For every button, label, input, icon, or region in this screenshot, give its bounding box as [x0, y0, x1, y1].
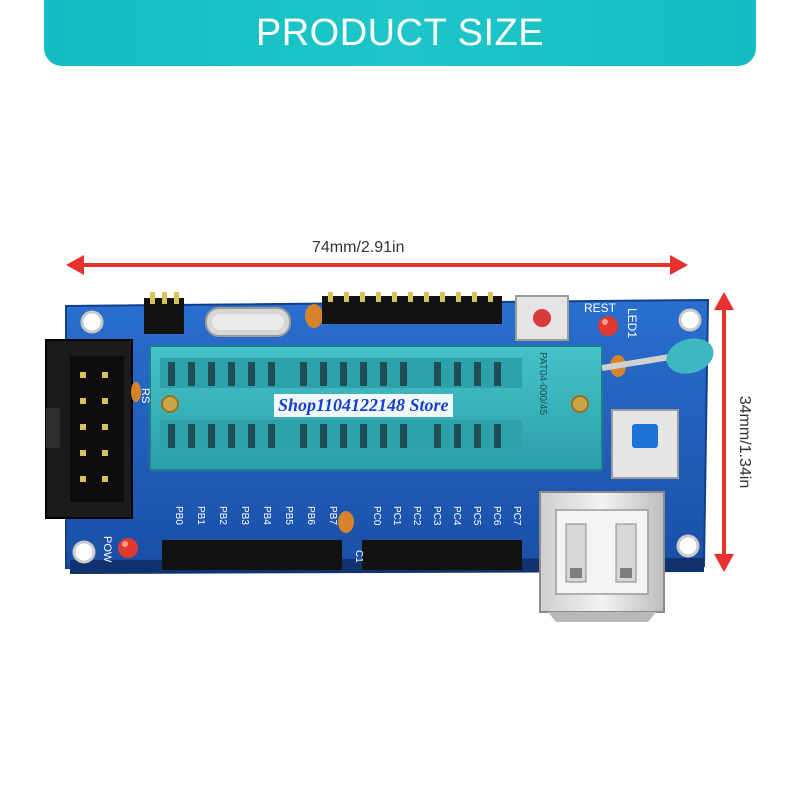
rs-label: RS — [139, 388, 151, 403]
banner-title: PRODUCT SIZE — [255, 11, 545, 54]
mounting-hole — [676, 534, 700, 558]
isp-box-header — [45, 339, 133, 519]
crystal-oscillator — [205, 307, 291, 337]
socket-label: PAT04-000/45 — [537, 352, 548, 415]
port-c-labels: PC0 PC1 PC2 PC3 PC4 PC5 PC6 PC7 — [371, 506, 522, 526]
height-dimension-label: 34mm/1.34in — [736, 395, 753, 489]
port-b-labels: PB0 PB1 PB2 PB3 PB4 PB5 PB6 PB7 — [173, 506, 338, 525]
height-dimension-arrow — [714, 292, 734, 572]
store-watermark: Shop1104122148 Store — [274, 394, 453, 417]
product-size-banner: PRODUCT SIZE — [44, 0, 756, 66]
pin-label-pb4: PB4 — [261, 506, 272, 525]
mounting-hole — [72, 540, 96, 564]
pin-label-pc5: PC5 — [471, 506, 482, 526]
bottom-pin-header-b — [162, 540, 342, 570]
bottom-pin-header-c — [362, 540, 522, 570]
top-pin-header — [322, 292, 502, 324]
mounting-hole — [80, 310, 104, 334]
pin-label-pc3: PC3 — [431, 506, 442, 526]
pin-label-pc0: PC0 — [371, 506, 382, 526]
push-switch — [611, 409, 679, 479]
width-dimension-label: 74mm/2.91in — [312, 239, 405, 256]
led1 — [598, 316, 618, 336]
c1-label: C1 — [353, 550, 364, 563]
capacitor — [131, 304, 626, 533]
width-dimension-arrow — [66, 255, 688, 275]
usb-port — [539, 491, 665, 622]
pin-label-pb3: PB3 — [239, 506, 250, 525]
reset-button — [515, 295, 569, 341]
pin-label-pc2: PC2 — [411, 506, 422, 526]
pin-label-pc1: PC1 — [391, 506, 402, 526]
pin-label-pb5: PB5 — [283, 506, 294, 525]
pin-label-pb2: PB2 — [217, 506, 228, 525]
pow-label: POW — [101, 536, 113, 563]
rest-label: REST — [584, 301, 617, 315]
zif-lever — [601, 338, 714, 374]
led1-label: LED1 — [625, 308, 639, 338]
pin-label-pb7: PB7 — [327, 506, 338, 525]
mounting-hole — [678, 308, 702, 332]
pin-label-pb6: PB6 — [305, 506, 316, 525]
pin-label-pc6: PC6 — [491, 506, 502, 526]
pin-label-pc7: PC7 — [511, 506, 522, 526]
pin-label-pc4: PC4 — [451, 506, 462, 526]
pow-led — [118, 538, 138, 558]
pin-label-pb0: PB0 — [173, 506, 184, 525]
pin-label-pb1: PB1 — [195, 506, 206, 525]
power-pin-header — [144, 292, 184, 334]
